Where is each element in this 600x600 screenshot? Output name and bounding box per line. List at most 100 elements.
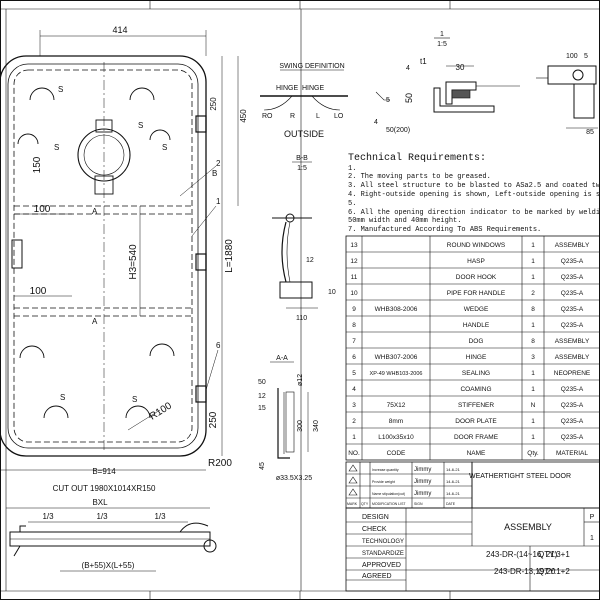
round-window-inner	[83, 134, 125, 176]
bom-cell-name: ROUND WINDOWS	[447, 242, 506, 249]
bom-cell-name: COAMING	[460, 386, 491, 393]
tech-item-7: 7. Manufactured According To ABS Require…	[348, 226, 541, 234]
rev-head-mark: MARK	[347, 502, 358, 506]
fraction-3: 1/3	[154, 512, 166, 521]
dog-plan-left	[13, 525, 26, 557]
dim-150: 150	[32, 156, 43, 173]
bom-cell-no: 4	[352, 386, 356, 393]
role-standardize: STANDARDIZE	[362, 551, 404, 557]
bom-cell-code: WHB308-2006	[375, 306, 418, 313]
bom-cell-no: 8	[352, 322, 356, 329]
bom-cell-qty: 1	[531, 322, 535, 329]
bom-cell-code: WHB307-2006	[375, 354, 418, 361]
bom-cell-qty: 1	[531, 370, 535, 377]
label-b: B	[212, 169, 217, 178]
title-p-mark: P	[590, 514, 595, 521]
rev-triangle-2	[348, 476, 358, 484]
rev-sign-1: Jimmy	[414, 467, 431, 473]
bom-cell-mat: Q235-A	[561, 402, 584, 409]
coaming-profile	[433, 87, 495, 113]
bb-d12: 12	[306, 257, 314, 264]
roles-frame	[345, 507, 600, 592]
bom-cell-name: PIPE FOR HANDLE	[447, 290, 506, 297]
dim-100-lower: 100	[30, 286, 47, 297]
tr-dim-100: 100	[566, 53, 578, 60]
detail-sealing: 1 1:5 30 t1 50 50(200) 4 4 5	[374, 31, 520, 134]
detail-scale-num: 1	[440, 31, 444, 38]
swing-ro: RO	[262, 113, 273, 120]
hinge-right: HINGE	[302, 85, 325, 92]
rev-date-3: 14-6-21	[446, 491, 461, 496]
callout-1: 1	[216, 197, 221, 206]
role-agreed: AGREED	[362, 573, 392, 580]
dim-l1880: L=1880	[224, 239, 235, 273]
bb-d10: 10	[328, 289, 336, 296]
bom-cell-mat: ASSEMBLY	[555, 354, 590, 361]
bom-header-name: NAME	[467, 450, 486, 457]
technical-requirements: Technical Requirements: 1. 2. The moving…	[348, 152, 600, 234]
revision-block: Increase quantity Provide weight Name st…	[345, 461, 473, 509]
detail-callout-5: 5	[386, 97, 390, 104]
round-window	[77, 128, 131, 182]
label-a-bottom: A	[92, 317, 98, 326]
hinge-block	[547, 65, 597, 85]
drawing-code-2: 243-DR-13,19,20	[494, 567, 556, 576]
bom-cell-name: SEALING	[462, 370, 490, 377]
bom-header-qty: Qty.	[527, 450, 539, 457]
leader-6	[205, 349, 219, 391]
detail-scale-den: 1:5	[437, 41, 447, 48]
assembly-label: ASSEMBLY	[504, 522, 552, 532]
drawing-qty-2: QTY:1+2	[538, 567, 570, 576]
swing-arc-lo	[311, 95, 341, 111]
leader-r100	[127, 409, 161, 431]
bom-header-mat: MATERIAL	[556, 450, 588, 457]
rev-desc-2: Provide weight	[372, 480, 395, 484]
bb-title: B-B	[296, 155, 308, 162]
bom-cell-name: WEDGE	[464, 306, 489, 313]
bom-cell-name: HINGE	[466, 354, 487, 361]
door-plate-dashed	[13, 69, 193, 443]
bom-cell-no: 5	[352, 370, 356, 377]
bb-wedge-inner	[286, 221, 291, 283]
detail-callout-4b: 4	[374, 119, 378, 126]
bom-cell-name: DOOR PLATE	[455, 418, 497, 425]
bb-d110: 110	[296, 315, 307, 322]
role-check: CHECK	[362, 526, 387, 533]
rev-triangle-1	[348, 464, 358, 472]
swing-outside: OUTSIDE	[284, 129, 324, 139]
swing-title: SWING DEFINITION	[279, 63, 344, 70]
dog-plan-right	[179, 522, 209, 533]
bom-cell-qty: 1	[531, 418, 535, 425]
dim-h3: H3=540	[128, 244, 139, 280]
dim-450: 450	[239, 109, 248, 123]
bom-cell-mat: NEOPRENE	[554, 370, 591, 377]
bom-header-no: NO.	[348, 450, 360, 457]
tech-item-6b: 50mm width and 40mm height.	[348, 217, 461, 225]
bom-cell-mat: ASSEMBLY	[555, 338, 590, 345]
drawing-code-1: 243-DR-(14~16, 21)	[486, 550, 558, 559]
dog-group	[17, 87, 175, 419]
section-aa: A-A 50 12 15 ø12 300 340 45 ø33.5X3.25	[258, 355, 320, 482]
dim-30: 30	[456, 63, 465, 72]
bom-cell-no: 2	[352, 418, 356, 425]
bom-cell-mat: Q235-A	[561, 306, 584, 313]
dog-6	[149, 343, 175, 357]
bom-cell-name: DOOR FRAME	[454, 434, 499, 441]
bom-cell-no: 3	[352, 402, 356, 409]
role-technology: TECHNOLOGY	[362, 539, 404, 545]
aa-phi33: ø33.5X3.25	[276, 475, 312, 482]
dog-3	[17, 133, 39, 145]
hinge-middle	[195, 253, 207, 271]
bom-cell-no: 10	[350, 290, 358, 297]
swing-definition: SWING DEFINITION HINGE HINGE RO R L LO O…	[260, 63, 348, 139]
bb-scale: 1:5	[297, 165, 307, 172]
bom-cell-qty: 1	[531, 242, 535, 249]
door-frame-outer	[0, 55, 207, 457]
bom-cell-name: HANDLE	[463, 322, 490, 329]
title-frame	[471, 461, 600, 509]
dim-100-upper: 100	[34, 204, 51, 215]
bom-cell-qty: N	[531, 402, 536, 409]
aa-title: A-A	[276, 355, 288, 362]
fraction-2: 1/3	[96, 512, 108, 521]
